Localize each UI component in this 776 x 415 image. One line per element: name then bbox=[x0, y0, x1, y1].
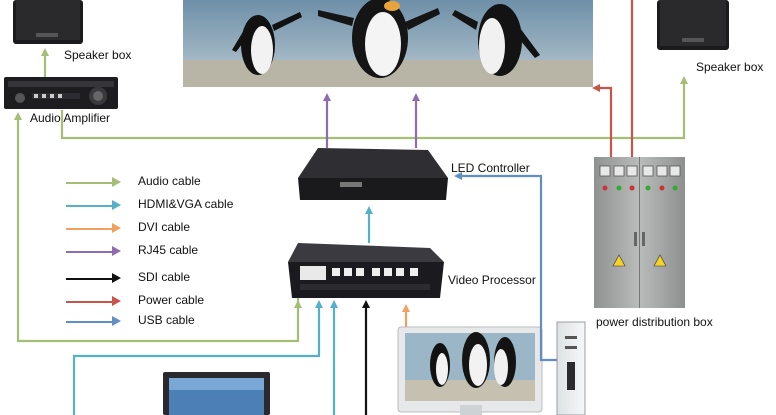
arrow-icon bbox=[112, 316, 121, 326]
legend-label: SDI cable bbox=[138, 270, 191, 284]
legend-swatch bbox=[66, 205, 114, 207]
bottom-center-monitor bbox=[397, 326, 543, 415]
legend-label: Audio cable bbox=[138, 174, 201, 188]
power-distribution-label: power distribution box bbox=[596, 315, 713, 329]
video-processor-label: Video Processor bbox=[448, 273, 536, 287]
penguin-left bbox=[232, 12, 302, 75]
speaker-left-label: Speaker box bbox=[64, 48, 132, 62]
power-distribution-cabinet bbox=[594, 157, 685, 308]
audio-cable-amp-to-right-speaker bbox=[60, 80, 686, 140]
legend-item-rj45: RJ45 cable bbox=[62, 242, 282, 260]
arrow-icon bbox=[112, 200, 121, 210]
penguin-right bbox=[452, 4, 540, 76]
legend-label: DVI cable bbox=[138, 220, 191, 234]
speaker-right-label: Speaker box bbox=[696, 60, 764, 74]
legend-swatch bbox=[66, 182, 114, 184]
cables bbox=[14, 0, 688, 415]
video-processor-device bbox=[288, 243, 444, 298]
arrow-icon bbox=[112, 223, 121, 233]
legend-label: Power cable bbox=[138, 293, 205, 307]
speaker-left bbox=[13, 0, 83, 44]
led-controller-label: LED Controller bbox=[451, 161, 530, 175]
legend-item-dvi: DVI cable bbox=[62, 219, 282, 237]
led-controller-device bbox=[298, 148, 448, 200]
arrow-icon bbox=[112, 177, 121, 187]
arrow-icon bbox=[112, 296, 121, 306]
led-screen bbox=[183, 0, 593, 87]
arrow-icon bbox=[112, 246, 121, 256]
legend-swatch bbox=[66, 301, 114, 303]
legend-label: RJ45 cable bbox=[138, 243, 199, 257]
legend-swatch bbox=[66, 251, 114, 253]
audio-amplifier bbox=[4, 77, 118, 109]
legend-swatch bbox=[66, 321, 114, 323]
audio-amplifier-label: Audio Amplifier bbox=[30, 111, 111, 125]
speaker-right bbox=[657, 0, 729, 50]
legend-item-usb: USB cable bbox=[62, 312, 282, 330]
legend-item-audio: Audio cable bbox=[62, 173, 282, 191]
legend-swatch bbox=[66, 278, 114, 280]
bottom-left-monitor bbox=[163, 372, 270, 415]
legend-item-sdi: SDI cable bbox=[62, 269, 282, 287]
legend-item-power: Power cable bbox=[62, 292, 282, 310]
audio-cable-processor-to-amp bbox=[16, 116, 300, 343]
legend-swatch bbox=[66, 228, 114, 230]
arrow-icon bbox=[112, 273, 121, 283]
penguin-center bbox=[318, 0, 440, 78]
legend-item-hdmi-vga: HDMI&VGA cable bbox=[62, 196, 282, 214]
legend-label: USB cable bbox=[138, 313, 195, 327]
legend-label: HDMI&VGA cable bbox=[138, 197, 234, 211]
pc-tower bbox=[556, 321, 586, 415]
